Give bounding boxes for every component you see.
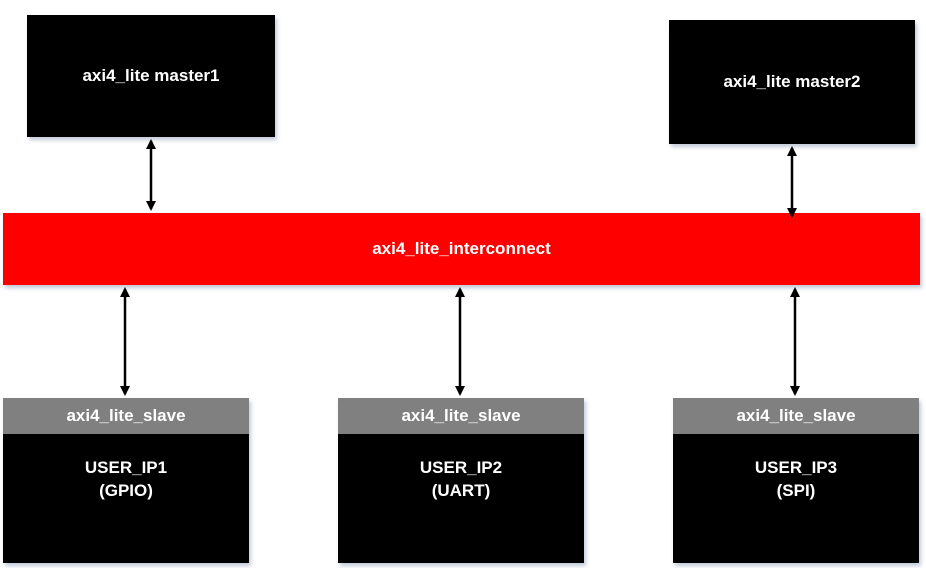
slave-header-2: axi4_lite_slave: [338, 398, 584, 434]
master2-label: axi4_lite master2: [723, 72, 861, 91]
slave-ip-name-2: USER_IP2: [419, 458, 503, 477]
master1-block: axi4_lite master1: [27, 15, 275, 137]
interconnect-label: axi4_lite_interconnect: [372, 239, 551, 258]
slave-ip-name-3: USER_IP3: [754, 458, 838, 477]
slave-block-2: axi4_lite_slave USER_IP2 (UART): [338, 398, 584, 563]
slave-block-3: axi4_lite_slave USER_IP3 (SPI): [673, 398, 919, 563]
slave-header-1: axi4_lite_slave: [3, 398, 249, 434]
interconnect-bus: axi4_lite_interconnect: [3, 213, 920, 285]
slave-ip-type-1: (GPIO): [99, 481, 153, 500]
slave-block-1: axi4_lite_slave USER_IP1 (GPIO): [3, 398, 249, 563]
slave-ip-type-2: (UART): [431, 481, 491, 500]
slave-body-2: USER_IP2 (UART): [338, 434, 584, 563]
slave-ip-name-1: USER_IP1: [84, 458, 168, 477]
slave-body-1: USER_IP1 (GPIO): [3, 434, 249, 563]
slave-body-3: USER_IP3 (SPI): [673, 434, 919, 563]
master2-block: axi4_lite master2: [669, 20, 915, 144]
master1-label: axi4_lite master1: [82, 66, 220, 85]
slave-ip-type-3: (SPI): [776, 481, 816, 500]
slave-header-3: axi4_lite_slave: [673, 398, 919, 434]
